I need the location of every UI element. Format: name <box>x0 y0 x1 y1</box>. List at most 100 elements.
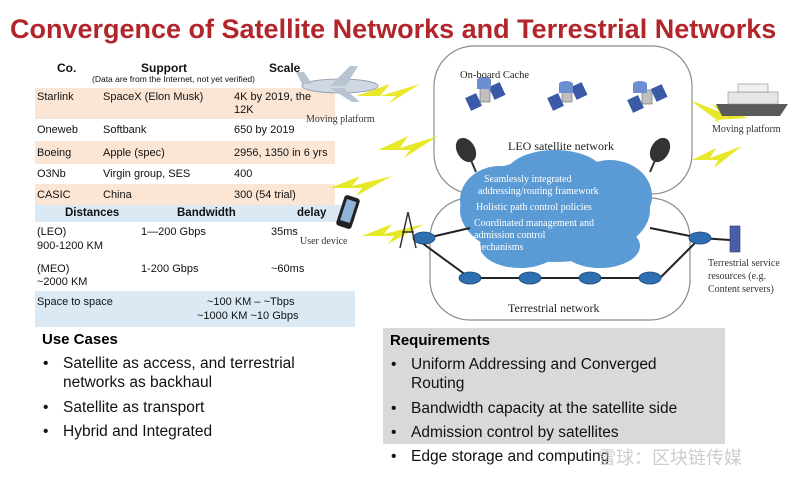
moving-platform-left-label: Moving platform <box>306 114 375 125</box>
bullet-icon: • <box>391 448 397 465</box>
orbit-header-row: Distances Bandwidth delay <box>35 205 355 222</box>
providers-header-row: Co. Support Scale (Data are from the Int… <box>35 58 335 88</box>
cell-support: SpaceX (Elon Musk) <box>103 91 204 103</box>
watermark: 雪球：区块链传媒 <box>598 448 742 469</box>
cell-scale: 400 <box>234 168 253 180</box>
table-row: O3Nb Virgin group, SES 400 <box>35 164 335 184</box>
list-item-text: Uniform Addressing and Converged <box>411 356 657 373</box>
user-device-label: User device <box>300 236 348 247</box>
cell-support: Softbank <box>103 124 147 136</box>
list-item-text-2: networks as backhaul <box>63 374 213 391</box>
cell-co: O3Nb <box>37 168 66 180</box>
cell-delay: 35ms <box>271 226 298 238</box>
header-delay: delay <box>297 207 327 219</box>
cell-distance: Space to space <box>37 296 113 308</box>
cell-tower-icon <box>399 211 417 249</box>
table-row: Oneweb Softbank 650 by 2019 <box>35 119 335 141</box>
table-row: (LEO) 900-1200 KM 1—200 Gbps 35ms <box>35 222 355 259</box>
table-note: (Data are from the Internet, not yet ver… <box>92 74 255 84</box>
use-cases-panel: Use Cases • Satellite as access, and ter… <box>35 328 340 448</box>
header-support: Support <box>141 61 187 75</box>
cell-scale: 650 by 2019 <box>234 124 295 136</box>
header-scale: Scale <box>269 61 301 75</box>
cell-co: Boeing <box>37 147 72 159</box>
cloud-text-2: addressing/routing framework <box>478 186 599 197</box>
satellite-icon <box>547 82 588 111</box>
list-item: • Satellite as transport <box>43 398 343 418</box>
cell-support: Virgin group, SES <box>103 168 191 180</box>
bullet-icon: • <box>391 424 397 441</box>
list-item: • Satellite as access, and terrestrial n… <box>43 354 343 394</box>
list-item: • Bandwidth capacity at the satellite si… <box>391 399 721 419</box>
cell-co: Starlink <box>37 91 74 103</box>
cloud-text-3: Holistic path control policies <box>476 202 592 213</box>
cell-co: CASIC <box>37 189 71 201</box>
cell-delay: ~60ms <box>271 263 305 275</box>
cell-scale: 2956, 1350 in 6 yrs <box>234 147 328 159</box>
cell-co: Oneweb <box>37 124 78 136</box>
requirements-heading: Requirements <box>390 332 491 349</box>
list-item: • Uniform Addressing and Converged Routi… <box>391 355 721 395</box>
service-label-1: Terrestrial service <box>708 258 780 269</box>
leo-network-label: LEO satellite network <box>508 139 614 153</box>
list-item-text: Bandwidth capacity at the satellite side <box>411 400 678 417</box>
lightning-icon <box>330 84 748 244</box>
bullet-icon: • <box>43 399 49 416</box>
terrestrial-network-label: Terrestrial network <box>508 301 599 315</box>
requirements-panel: Requirements • Uniform Addressing and Co… <box>383 328 725 444</box>
header-bandwidth: Bandwidth <box>177 207 236 219</box>
service-label-3: Content servers) <box>708 284 774 295</box>
bullet-icon: • <box>391 400 397 417</box>
cloud-text-4: Coordinated management and <box>474 218 594 229</box>
bullet-icon: • <box>43 423 49 440</box>
list-item-text: Hybrid and Integrated <box>63 423 213 440</box>
table-row: (MEO) ~2000 KM 1-200 Gbps ~60ms <box>35 259 355 291</box>
satellite-dish-icon <box>455 137 671 173</box>
header-distances: Distances <box>65 207 120 219</box>
cell-scale: 300 (54 trial) <box>234 189 296 201</box>
list-item-text: Satellite as access, and terrestrial <box>63 355 295 372</box>
list-item-text: Satellite as transport <box>63 399 205 416</box>
cell-scale-2: 12K <box>234 104 254 116</box>
cell-support: China <box>103 189 132 201</box>
list-item: • Edge storage and computing <box>391 447 721 467</box>
onboard-cache-label: On-board Cache <box>460 70 529 81</box>
table-row: Space to space ~100 KM – ~Tbps ~1000 KM … <box>35 291 355 327</box>
list-item: • Admission control by satellites <box>391 423 721 443</box>
phone-icon <box>336 195 360 229</box>
service-label-2: resources (e.g. <box>708 271 766 282</box>
moving-platform-right-label: Moving platform <box>712 124 781 135</box>
ship-icon <box>716 83 788 116</box>
cell-distance: (MEO) <box>37 263 70 275</box>
satellite-icon <box>627 84 668 113</box>
cell-bandwidth: ~100 KM – ~Tbps <box>207 296 295 308</box>
cell-bandwidth: 1—200 Gbps <box>141 226 206 238</box>
cache-icon <box>477 77 647 93</box>
cell-distance-2: ~2000 KM <box>37 276 88 288</box>
satellite-icon <box>465 82 506 111</box>
router-icon <box>412 231 712 285</box>
airplane-icon <box>296 66 379 102</box>
list-item-text: Edge storage and computing <box>411 448 610 465</box>
cell-bandwidth: 1-200 Gbps <box>141 263 199 275</box>
bullet-icon: • <box>391 356 397 373</box>
header-co: Co. <box>57 61 77 75</box>
list-item-text-2: Routing <box>411 375 465 392</box>
cell-support: Apple (spec) <box>103 147 165 159</box>
use-cases-heading: Use Cases <box>42 331 118 348</box>
list-item: • Hybrid and Integrated <box>43 422 343 442</box>
cell-distance-2: 900-1200 KM <box>37 240 104 252</box>
cell-distance: (LEO) <box>37 226 67 238</box>
table-row: Boeing Apple (spec) 2956, 1350 in 6 yrs <box>35 141 335 164</box>
table-row: Starlink SpaceX (Elon Musk) 4K by 2019, … <box>35 88 335 119</box>
list-item-text: Admission control by satellites <box>411 424 619 441</box>
server-icon <box>729 225 741 253</box>
cloud-text-5: admission control <box>474 230 546 241</box>
page-title: Convergence of Satellite Networks and Te… <box>10 14 777 44</box>
cell-scale: 4K by 2019, the <box>234 91 312 103</box>
cloud-text-6: mechanisms <box>474 242 524 253</box>
cloud-shape <box>460 150 652 268</box>
bullet-icon: • <box>43 355 49 372</box>
orbit-table: Distances Bandwidth delay (LEO) 900-1200… <box>35 205 355 327</box>
